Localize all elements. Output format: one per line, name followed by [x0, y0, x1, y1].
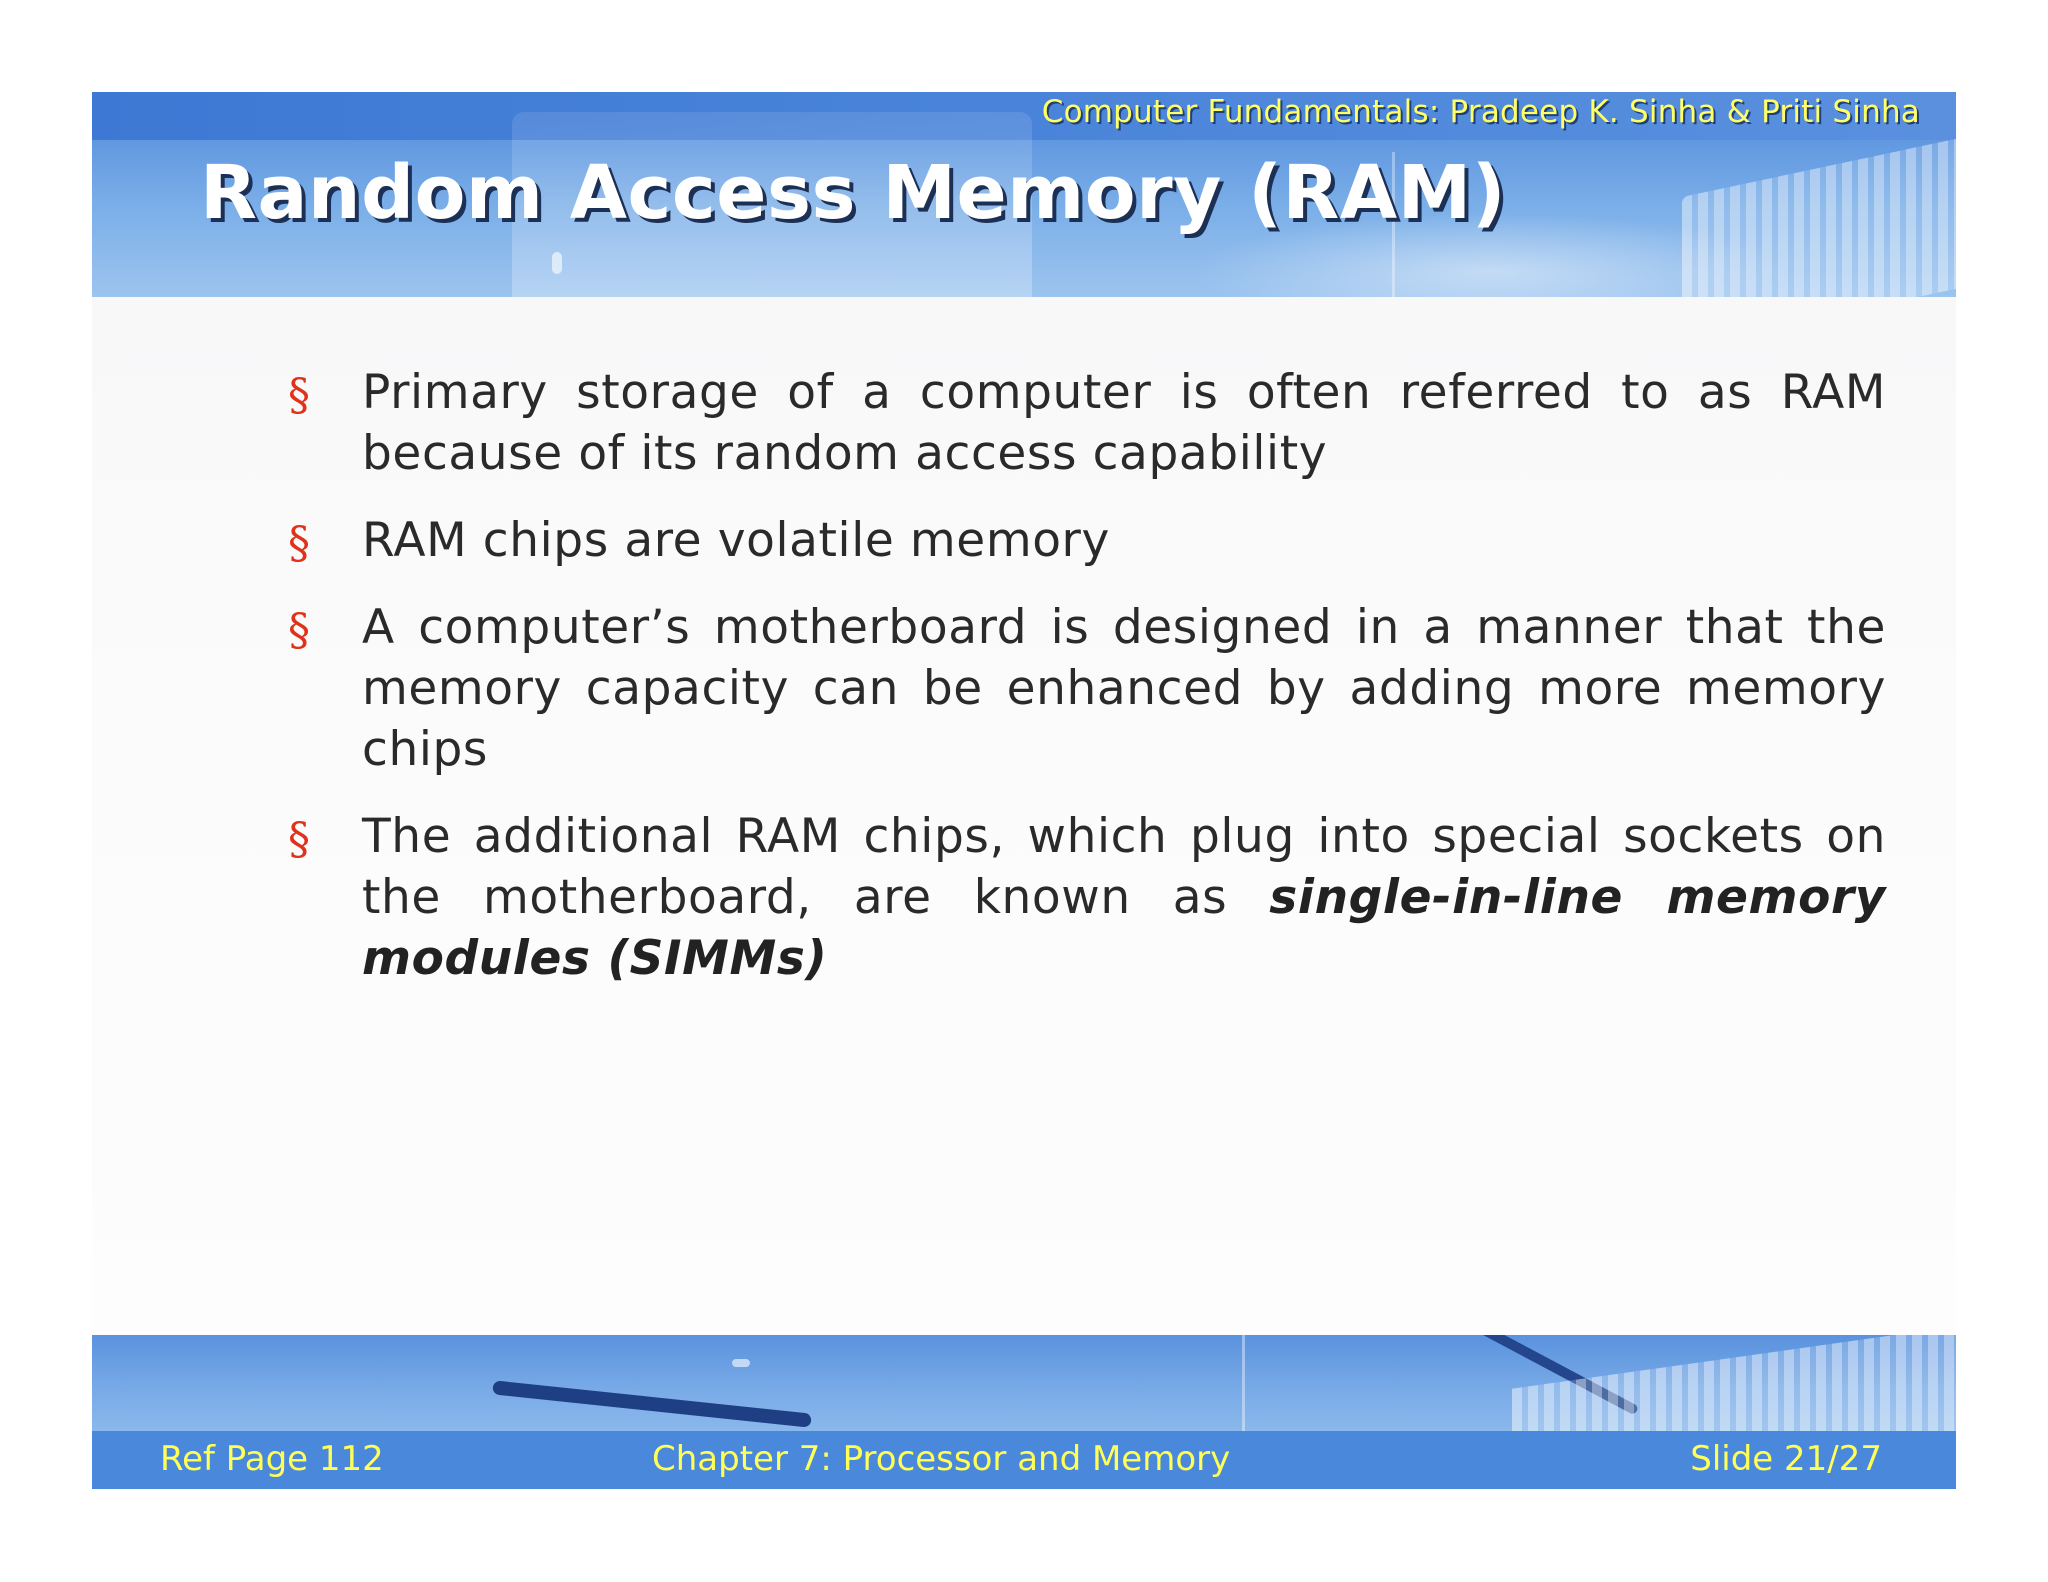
monitor-decoration: [512, 112, 1032, 297]
slide-content-area: [92, 297, 1956, 1337]
header-banner: Computer Fundamentals: Pradeep K. Sinha …: [92, 92, 1956, 297]
book-credit: Computer Fundamentals: Pradeep K. Sinha …: [1041, 94, 1920, 130]
bullet-text: RAM chips are volatile memory: [362, 513, 1110, 568]
light-glow-decoration: [1192, 212, 1792, 297]
led-decoration: [732, 1359, 750, 1367]
section-sign-icon: §: [288, 370, 310, 421]
bullet-text-with-emphasis: The additional RAM chips, which plug int…: [362, 806, 1886, 989]
ref-page-label: Ref Page 112: [160, 1439, 384, 1479]
list-item: § RAM chips are volatile memory: [288, 510, 1886, 571]
chapter-label: Chapter 7: Processor and Memory: [652, 1439, 1231, 1479]
footer-strip: Ref Page 112 Chapter 7: Processor and Me…: [92, 1431, 1956, 1489]
footer-banner: Ref Page 112 Chapter 7: Processor and Me…: [92, 1335, 1956, 1489]
list-item: § Primary storage of a computer is often…: [288, 362, 1886, 484]
screen-edge-decoration: [1242, 1335, 1245, 1435]
section-sign-icon: §: [288, 605, 310, 656]
bullet-text: A computer’s motherboard is designed in …: [362, 600, 1886, 777]
section-sign-icon: §: [288, 814, 310, 865]
screen-edge-decoration: [1392, 152, 1395, 297]
bullet-list: § Primary storage of a computer is often…: [288, 362, 1886, 1015]
emphasized-term: single-in-line memory modules (SIMMs): [362, 870, 1886, 986]
cable-decoration: [492, 1380, 812, 1428]
list-item: § A computer’s motherboard is designed i…: [288, 597, 1886, 780]
header-top-strip: [92, 92, 1956, 140]
slide-number-label: Slide 21/27: [1690, 1439, 1882, 1479]
slide-title: Random Access Memory (RAM): [200, 150, 1507, 236]
list-item: § The additional RAM chips, which plug i…: [288, 806, 1886, 989]
section-sign-icon: §: [288, 518, 310, 569]
led-decoration: [552, 252, 562, 274]
bullet-text-lead: The additional RAM chips, which plug int…: [362, 809, 1886, 925]
bullet-text: Primary storage of a computer is often r…: [362, 365, 1886, 481]
keyboard-decoration: [1682, 126, 1956, 297]
